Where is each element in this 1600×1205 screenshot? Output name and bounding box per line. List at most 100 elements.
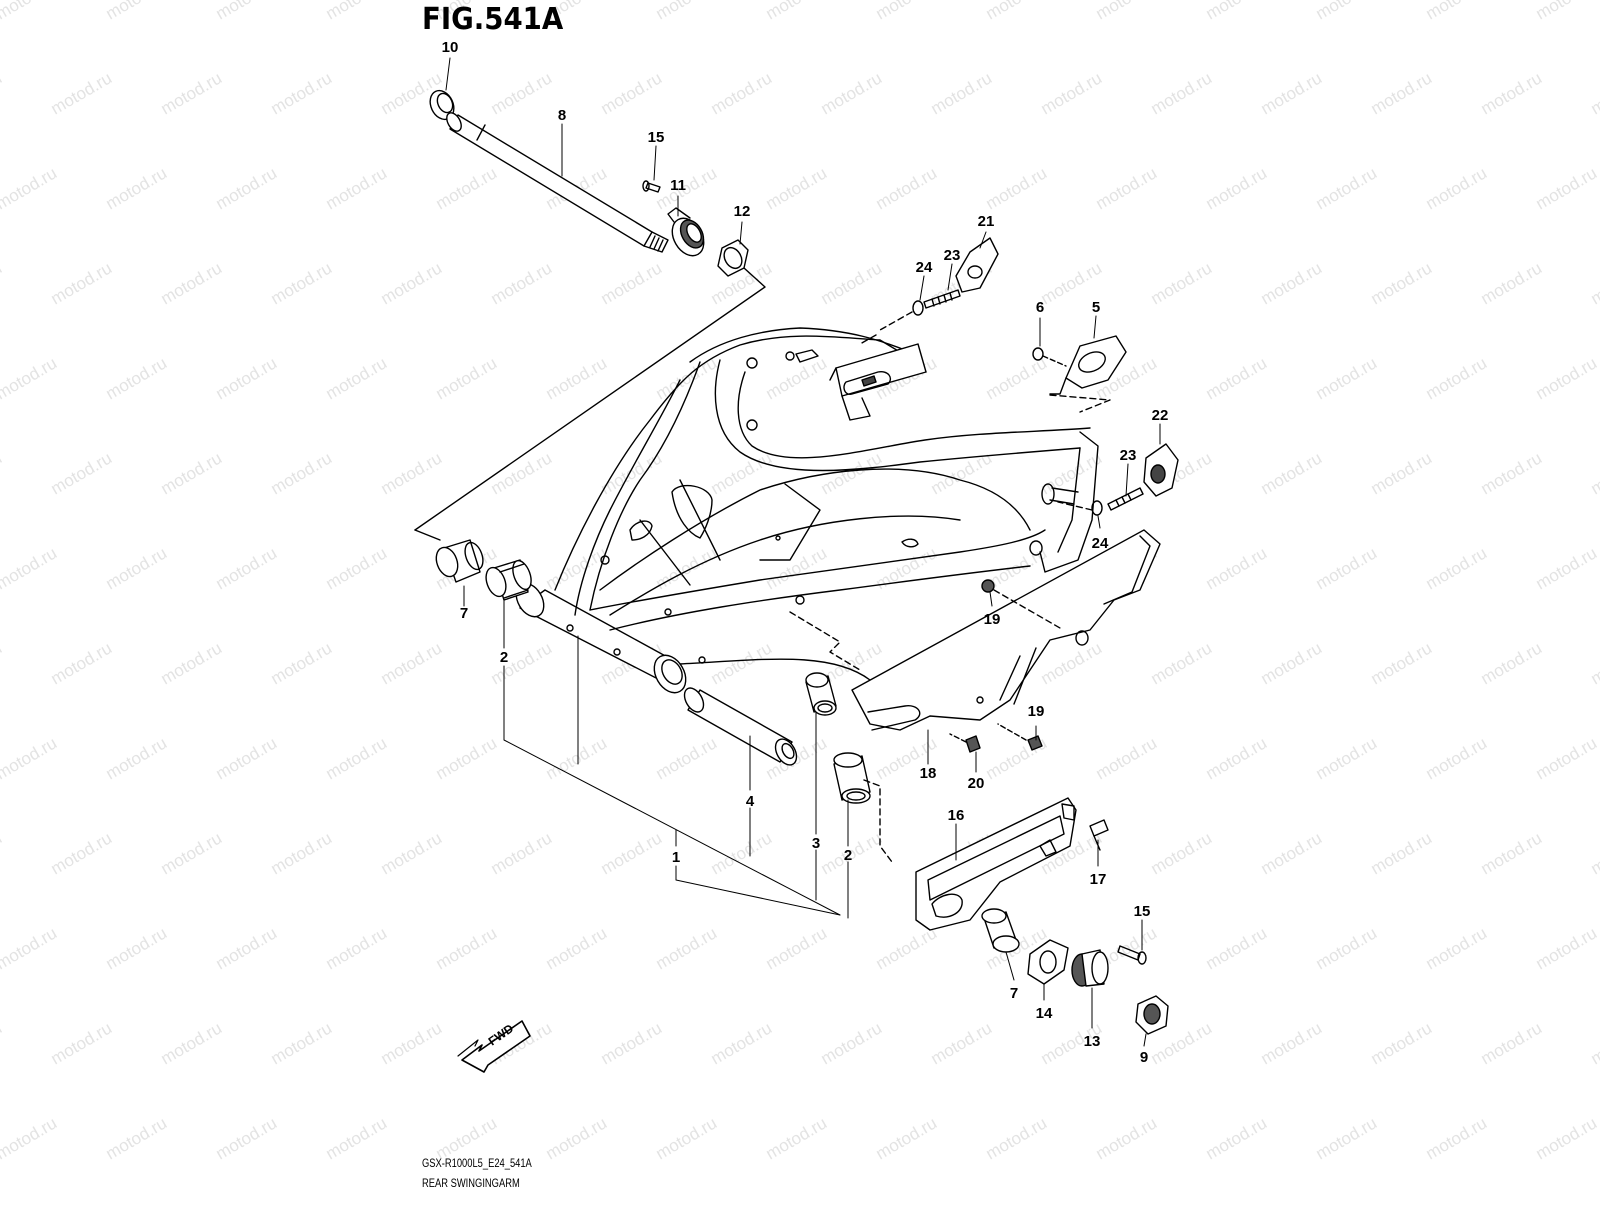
watermark-text: motod.ru — [0, 68, 5, 118]
watermark-text: motod.ru — [158, 638, 226, 688]
watermark-text: motod.ru — [48, 448, 116, 498]
watermark-text: motod.ru — [103, 733, 171, 783]
watermark-text: motod.ru — [1313, 163, 1381, 213]
watermark-text: motod.ru — [1148, 638, 1216, 688]
watermark-text: motod.ru — [1258, 638, 1326, 688]
watermark-text: motod.ru — [378, 68, 446, 118]
callout-7: 7 — [1010, 985, 1018, 1002]
watermark-text: motod.ru — [598, 1018, 666, 1068]
watermark-text: motod.ru — [1478, 1018, 1546, 1068]
callout-20: 20 — [968, 775, 985, 792]
watermark-text: motod.ru — [213, 0, 281, 23]
watermark-text: motod.ru — [1533, 163, 1600, 213]
watermark-text: motod.ru — [873, 543, 941, 593]
callout-14: 14 — [1036, 1005, 1053, 1022]
watermark-text: motod.ru — [1203, 0, 1271, 23]
watermark-text: motod.ru — [763, 1113, 831, 1163]
watermark-text: motod.ru — [818, 68, 886, 118]
watermark-text: motod.ru — [1423, 163, 1491, 213]
watermark-text: motod.ru — [158, 1018, 226, 1068]
watermark-text: motod.ru — [708, 448, 776, 498]
watermark-text: motod.ru — [598, 258, 666, 308]
watermark-text: motod.ru — [1258, 258, 1326, 308]
watermark-text: motod.ru — [818, 1018, 886, 1068]
watermark-text: motod.ru — [488, 68, 556, 118]
watermark-text: motod.ru — [983, 1113, 1051, 1163]
watermark-text: motod.ru — [1313, 733, 1381, 783]
watermark-text: motod.ru — [543, 353, 611, 403]
callout-3: 3 — [812, 835, 820, 852]
callout-23: 23 — [1120, 447, 1137, 464]
watermark-text: motod.ru — [378, 828, 446, 878]
watermark-text: motod.ru — [103, 353, 171, 403]
watermark-text: motod.ru — [323, 543, 391, 593]
watermark-text: motod.ru — [48, 828, 116, 878]
watermark-text: motod.ru — [1423, 733, 1491, 783]
watermark-text: motod.ru — [1588, 448, 1600, 498]
watermark-text: motod.ru — [1423, 543, 1491, 593]
watermark-text: motod.ru — [1093, 163, 1161, 213]
watermark-text: motod.ru — [0, 733, 60, 783]
watermark-text: motod.ru — [1093, 733, 1161, 783]
watermark-text: motod.ru — [103, 923, 171, 973]
figure-caption: REAR SWINGINGARM — [422, 1176, 520, 1190]
watermark-text: motod.ru — [158, 448, 226, 498]
callout-15: 15 — [1134, 903, 1151, 920]
callout-12: 12 — [734, 203, 751, 220]
watermark-text: motod.ru — [1203, 733, 1271, 783]
watermark-text: motod.ru — [0, 828, 5, 878]
callout-16: 16 — [948, 807, 965, 824]
watermark-text: motod.ru — [1148, 68, 1216, 118]
callout-4: 4 — [746, 793, 755, 810]
watermark-text: motod.ru — [0, 258, 5, 308]
watermark-text: motod.ru — [48, 638, 116, 688]
watermark-text: motod.ru — [0, 353, 60, 403]
watermark-text: motod.ru — [0, 1018, 5, 1068]
watermark-text: motod.ru — [653, 923, 721, 973]
callout-1: 1 — [672, 849, 680, 866]
callout-8: 8 — [558, 107, 566, 124]
watermark-text: motod.ru — [158, 828, 226, 878]
watermark-text: motod.ru — [488, 828, 556, 878]
watermark-text: motod.ru — [378, 448, 446, 498]
part-20-nut — [950, 734, 980, 752]
watermark-text: motod.ru — [1368, 828, 1436, 878]
watermark-text: motod.ru — [873, 923, 941, 973]
watermark-text: motod.ru — [0, 543, 60, 593]
watermark-text: motod.ru — [323, 923, 391, 973]
watermark-text: motod.ru — [1533, 1113, 1600, 1163]
callout-19: 19 — [984, 611, 1001, 628]
watermark-text: motod.ru — [1258, 448, 1326, 498]
watermark-text: motod.ru — [983, 163, 1051, 213]
watermark-text: motod.ru — [1368, 448, 1436, 498]
watermark-text: motod.ru — [268, 448, 336, 498]
watermark-text: motod.ru — [103, 543, 171, 593]
watermark-text: motod.ru — [1368, 1018, 1436, 1068]
watermark-text: motod.ru — [1533, 0, 1600, 23]
callout-10: 10 — [442, 39, 459, 56]
callout-13: 13 — [1084, 1033, 1101, 1050]
watermark-text: motod.ru — [1423, 353, 1491, 403]
watermark-text: motod.ru — [268, 258, 336, 308]
watermark-text: motod.ru — [1258, 1018, 1326, 1068]
callout-7: 7 — [460, 605, 468, 622]
watermark-text: motod.ru — [1313, 353, 1381, 403]
callout-17: 17 — [1090, 871, 1107, 888]
watermark-text: motod.ru — [1588, 68, 1600, 118]
watermark-text: motod.ru — [488, 638, 556, 688]
part-15-bolt-upper — [643, 181, 660, 192]
watermark-text: motod.ru — [48, 68, 116, 118]
watermark-text: motod.ru — [103, 1113, 171, 1163]
watermark-text: motod.ru — [543, 733, 611, 783]
callout-22: 22 — [1152, 407, 1169, 424]
watermark-text: motod.ru — [0, 1113, 60, 1163]
watermark-text: motod.ru — [1203, 1113, 1271, 1163]
watermark-text: motod.ru — [1368, 258, 1436, 308]
watermark-text: motod.ru — [213, 353, 281, 403]
part-7-bushing-right — [982, 909, 1019, 952]
watermark-text: motod.ru — [1313, 923, 1381, 973]
watermark-text: motod.ru — [103, 163, 171, 213]
watermark-text: motod.ru — [1588, 258, 1600, 308]
part-21-adjuster-block — [956, 238, 998, 292]
watermark-text: motod.ru — [488, 258, 556, 308]
